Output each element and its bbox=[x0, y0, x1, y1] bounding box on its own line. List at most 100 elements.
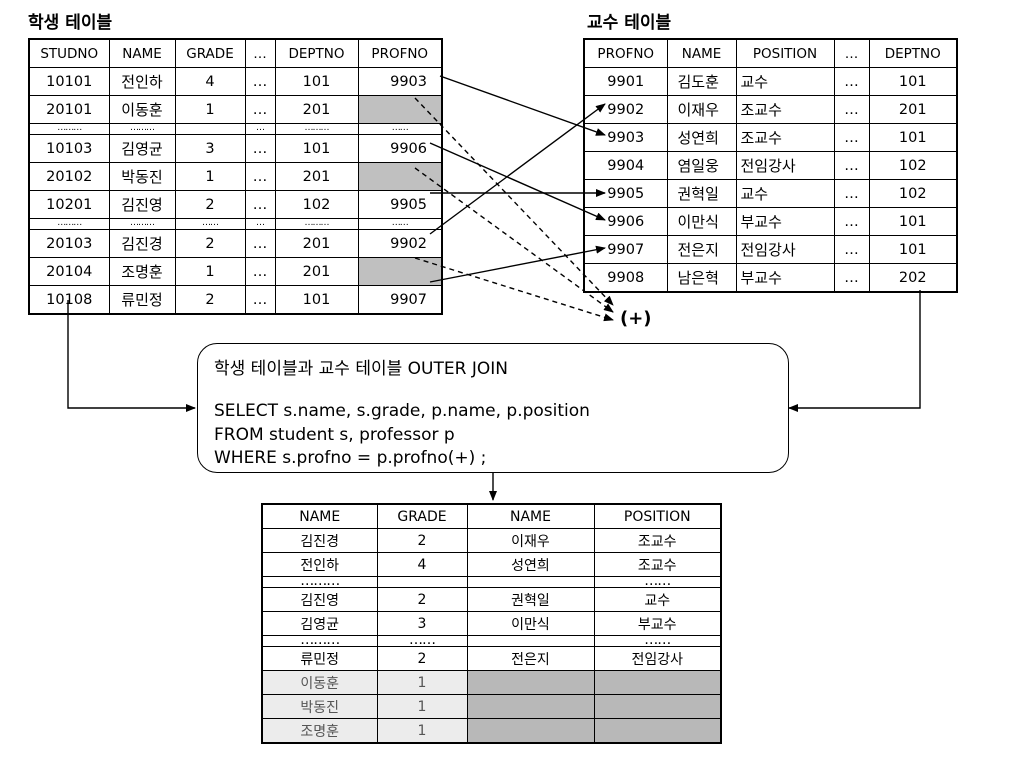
table-cell: 조명훈 bbox=[261, 718, 378, 744]
arrow-9906 bbox=[429, 142, 606, 221]
table-cell: 부교수 bbox=[735, 263, 835, 293]
outer-join-marker: (+) bbox=[620, 308, 652, 329]
table-cell: 성연희 bbox=[666, 123, 737, 152]
table-cell: 10108 bbox=[28, 285, 110, 315]
table-row: 20101 이동훈 1 … 201 bbox=[28, 95, 443, 124]
table-cell: 권혁일 bbox=[466, 587, 595, 612]
sql-select-line: SELECT s.name, s.grade, p.name, p.positi… bbox=[214, 401, 590, 421]
table-cell: 김영균 bbox=[261, 611, 378, 636]
table-cell: 김진영 bbox=[261, 587, 378, 612]
table-cell: 2 bbox=[376, 528, 468, 553]
table-cell: 202 bbox=[868, 263, 958, 293]
table-cell bbox=[466, 576, 595, 588]
student-table: STUDNO NAME GRADE … DEPTNO PROFNO 10101 … bbox=[28, 38, 443, 315]
table-cell: 전임강사 bbox=[593, 646, 722, 671]
arrow-professor-to-sql bbox=[788, 290, 921, 412]
table-cell: … bbox=[244, 95, 276, 124]
table-cell: 권혁일 bbox=[666, 179, 737, 208]
table-cell: 20102 bbox=[28, 162, 110, 191]
sql-from-line: FROM student s, professor p bbox=[214, 425, 455, 445]
sql-title: 학생 테이블과 교수 테이블 OUTER JOIN bbox=[214, 359, 508, 379]
table-cell: 9903 bbox=[583, 123, 668, 152]
table-cell: 이만식 bbox=[666, 207, 737, 236]
null-cell bbox=[466, 670, 595, 695]
arrow-null-3 bbox=[414, 257, 614, 322]
table-cell: … bbox=[833, 67, 870, 96]
table-cell: … bbox=[244, 67, 276, 96]
table-cell: … bbox=[244, 190, 276, 219]
table-cell: 김도훈 bbox=[666, 67, 737, 96]
arrow-9907 bbox=[429, 245, 606, 283]
table-cell: 성연희 bbox=[466, 552, 595, 577]
table-cell: 류민정 bbox=[108, 285, 176, 315]
table-row: 20102 박동진 1 … 201 bbox=[28, 162, 443, 191]
table-cell: 조교수 bbox=[593, 528, 722, 553]
table-cell: 이동훈 bbox=[108, 95, 176, 124]
table-cell: 9906 bbox=[583, 207, 668, 236]
table-cell: 김진경 bbox=[261, 528, 378, 553]
table-header: NAME GRADE NAME POSITION bbox=[261, 503, 722, 529]
table-cell: 101 bbox=[868, 207, 958, 236]
table-cell: 조명훈 bbox=[108, 257, 176, 286]
table-cell: 김진경 bbox=[108, 229, 176, 258]
table-cell: 이재우 bbox=[666, 95, 737, 124]
null-cell bbox=[466, 694, 595, 719]
table-cell bbox=[466, 635, 595, 647]
table-cell: ……… bbox=[261, 635, 378, 647]
null-cell bbox=[466, 718, 595, 744]
arrow-null-2 bbox=[414, 167, 614, 313]
sql-box: 학생 테이블과 교수 테이블 OUTER JOIN SELECT s.name,… bbox=[197, 343, 789, 473]
table-cell: … bbox=[833, 151, 870, 180]
ellipsis-row: …………… bbox=[261, 576, 722, 588]
header-cell: DEPTNO bbox=[868, 38, 958, 68]
table-cell: 9907 bbox=[357, 285, 443, 315]
table-header: STUDNO NAME GRADE … DEPTNO PROFNO bbox=[28, 38, 443, 68]
table-cell: 9908 bbox=[583, 263, 668, 293]
header-cell: POSITION bbox=[593, 503, 722, 529]
table-cell: 20104 bbox=[28, 257, 110, 286]
header-cell: PROFNO bbox=[583, 38, 668, 68]
table-cell: … bbox=[833, 207, 870, 236]
table-cell: 부교수 bbox=[593, 611, 722, 636]
header-cell: NAME bbox=[466, 503, 595, 529]
student-table-title: 학생 테이블 bbox=[28, 13, 113, 33]
table-cell: …… bbox=[593, 635, 722, 647]
table-cell: 조교수 bbox=[735, 95, 835, 124]
sql-where-line: WHERE s.profno = p.profno(+) ; bbox=[214, 448, 487, 468]
table-cell: 20101 bbox=[28, 95, 110, 124]
table-row: 10201 김진영 2 … 102 9905 bbox=[28, 190, 443, 219]
table-cell: 3 bbox=[376, 611, 468, 636]
table-cell: 류민정 bbox=[261, 646, 378, 671]
table-cell bbox=[376, 576, 468, 588]
professor-table-title: 교수 테이블 bbox=[587, 13, 672, 33]
null-cell bbox=[357, 162, 443, 191]
table-cell: 201 bbox=[274, 257, 359, 286]
table-cell: 101 bbox=[868, 235, 958, 264]
table-cell: 2 bbox=[376, 587, 468, 612]
table-cell: … bbox=[833, 263, 870, 293]
arrow-null-1 bbox=[414, 97, 614, 306]
header-cell: NAME bbox=[261, 503, 378, 529]
table-cell: 2 bbox=[376, 646, 468, 671]
table-cell: 조교수 bbox=[593, 552, 722, 577]
table-cell: 201 bbox=[274, 95, 359, 124]
table-cell: 전임강사 bbox=[735, 235, 835, 264]
ellipsis-row: ………………… bbox=[261, 635, 722, 647]
table-cell: 1 bbox=[376, 694, 468, 719]
header-cell: DEPTNO bbox=[274, 38, 359, 68]
table-cell: 2 bbox=[174, 285, 246, 315]
table-cell: 전은지 bbox=[666, 235, 737, 264]
table-cell: 이동훈 bbox=[261, 670, 378, 695]
table-cell: 김진영 bbox=[108, 190, 176, 219]
table-cell: 4 bbox=[376, 552, 468, 577]
